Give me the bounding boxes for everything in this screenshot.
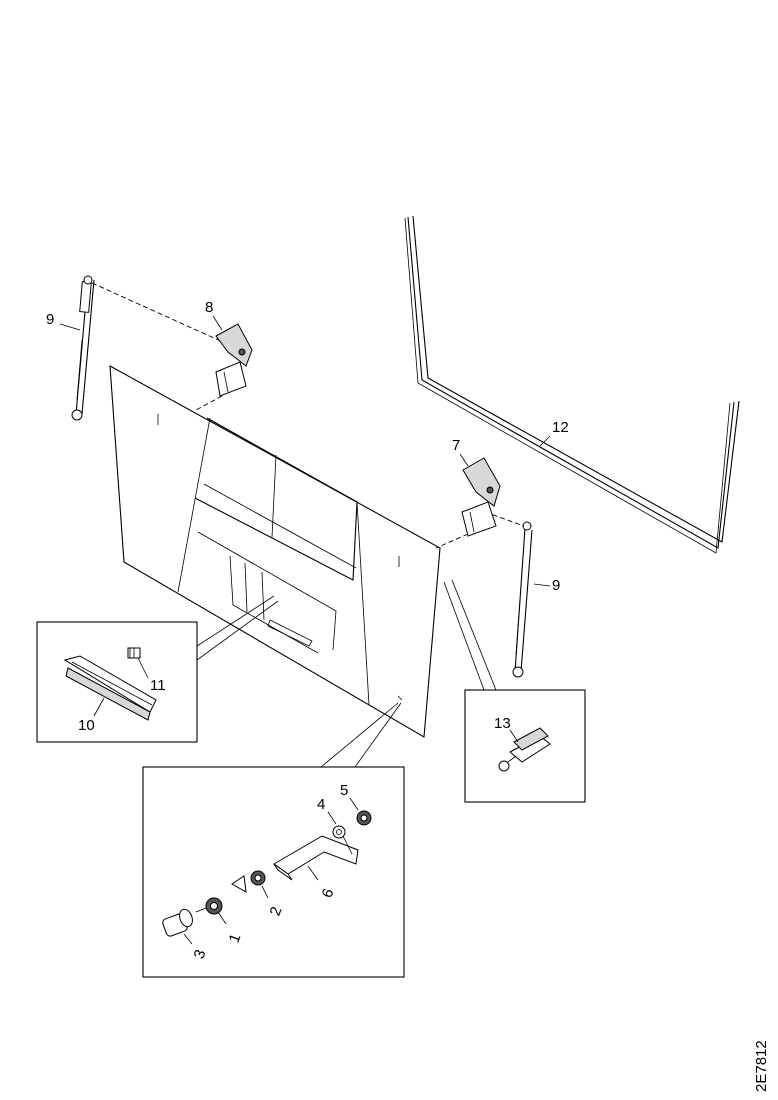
- hinge-7: [461, 457, 501, 537]
- detail-box-lock: [142, 702, 405, 978]
- leader-hinge-8: [195, 395, 223, 411]
- callout-11: 11: [150, 677, 166, 694]
- hinge-8: [215, 323, 253, 397]
- callout-9-right: 9: [552, 577, 560, 594]
- frame-rail-12: [404, 215, 740, 554]
- detail-box-handle: [36, 595, 279, 743]
- callout-7: 7: [452, 437, 460, 454]
- gas-strut-left: [71, 275, 95, 421]
- leader-strut-right: [484, 511, 525, 527]
- callout-8: 8: [205, 299, 213, 316]
- callout-12: 12: [552, 419, 569, 436]
- leader-strut-left: [91, 282, 226, 344]
- detail-box-latch: [443, 579, 586, 803]
- figure-id: 2E7812: [753, 1040, 770, 1092]
- main-panel: [109, 365, 441, 738]
- callout-13: 13: [494, 715, 511, 732]
- callout-10: 10: [78, 717, 95, 734]
- callout-leaders: [59, 315, 551, 945]
- callout-9-left: 9: [46, 311, 54, 328]
- gas-strut-right: [512, 521, 533, 678]
- callout-5: 5: [340, 782, 348, 799]
- leader-hinge-7: [435, 533, 469, 549]
- callout-4: 4: [317, 796, 325, 813]
